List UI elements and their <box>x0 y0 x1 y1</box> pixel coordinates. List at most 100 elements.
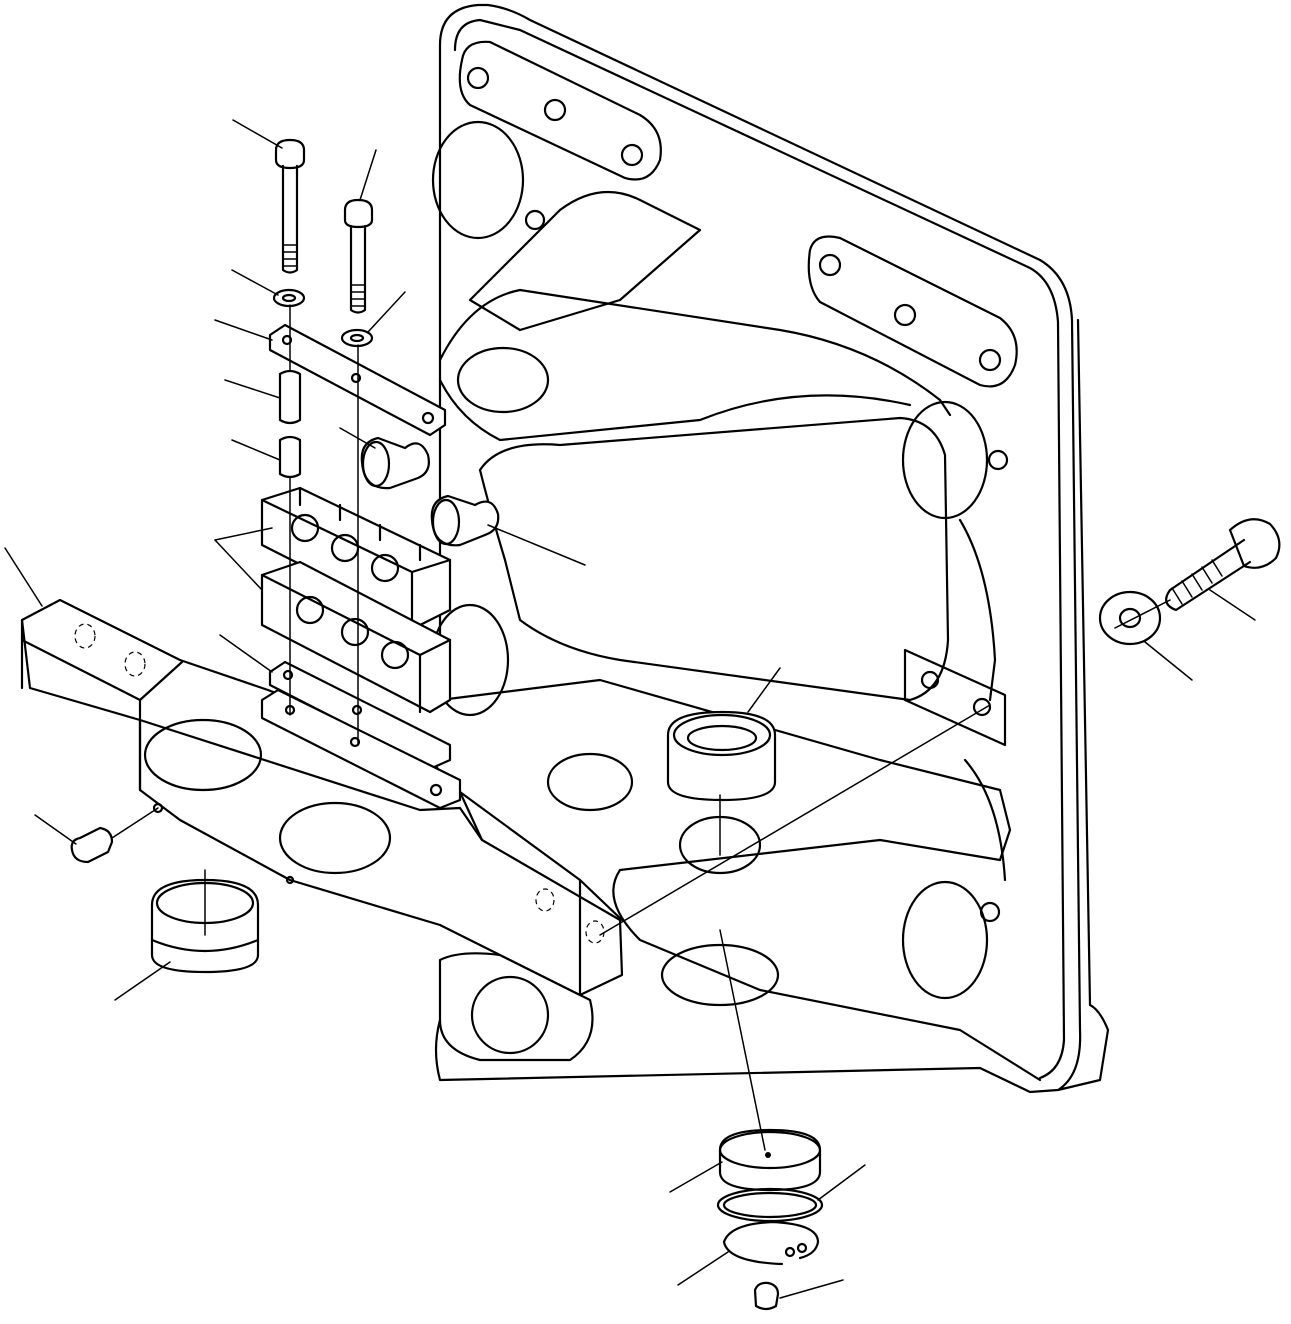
leader-line <box>231 439 281 461</box>
oscillating-arm <box>20 598 624 997</box>
frame-boss-top-left <box>431 120 525 240</box>
seal-ring <box>716 1187 824 1223</box>
main-frame-inner-edge <box>453 18 1066 1080</box>
side-washer-hole <box>1118 607 1142 629</box>
base-bracket-plate <box>260 688 462 810</box>
plate-hole <box>429 783 443 797</box>
arm-bore-left <box>143 718 263 792</box>
arm-hidden-hole <box>535 888 555 912</box>
pin-bushing-upper-face <box>361 440 391 488</box>
leader-line <box>1144 641 1193 681</box>
leader-line <box>214 539 263 591</box>
leader-lines <box>4 119 1256 1299</box>
frame-hole <box>466 66 490 90</box>
plate-hole <box>282 669 294 681</box>
leader-line <box>214 527 273 541</box>
clamp-saddle <box>290 513 320 543</box>
frame-boss-right-lower <box>901 880 989 1000</box>
clamp-saddle <box>370 553 400 583</box>
frame-top-flange <box>458 40 662 181</box>
leader-line <box>224 379 281 399</box>
frame-bore-top <box>456 346 550 414</box>
washer-right-hole <box>349 333 365 343</box>
clamp-block-lower-detail <box>260 573 452 714</box>
washer-left <box>272 288 306 308</box>
spacer-tube-lower <box>278 435 302 479</box>
plate-hole <box>281 334 293 346</box>
washer-left-hole <box>281 293 297 303</box>
leader-line <box>219 634 273 673</box>
bolt-right <box>343 198 374 229</box>
clamp-saddle <box>380 640 410 670</box>
axis-line <box>1114 599 1171 629</box>
bolt-right-shank <box>349 224 367 314</box>
leader-line <box>779 1279 844 1299</box>
flanged-bushing-center-rim <box>672 713 772 757</box>
assembly-lines <box>111 304 1171 1151</box>
frame-hole <box>920 670 940 690</box>
frame-cross-brace <box>438 288 952 442</box>
frame-hole <box>979 901 1001 923</box>
frame-hole <box>893 303 917 327</box>
frame-boss-bottom-left <box>470 975 550 1055</box>
spacer-tube-upper <box>278 369 302 425</box>
leader-line <box>359 149 377 201</box>
frame-hole <box>620 143 644 167</box>
side-bolt-right <box>1228 518 1281 569</box>
leader-line <box>677 1251 729 1286</box>
long-bolt-left <box>274 138 306 170</box>
frame-lower-base <box>438 678 1042 1082</box>
frame-bore-bottom <box>660 943 780 1007</box>
plate-hole <box>350 372 362 384</box>
arm-bore-right <box>278 801 392 875</box>
leader-line <box>114 961 171 1001</box>
axis-line <box>111 807 159 839</box>
snap-ring <box>722 1220 820 1266</box>
frame-bottom-foot <box>438 952 594 1062</box>
frame-bore-center <box>546 752 634 812</box>
leader-line <box>747 667 781 713</box>
flanged-bushing-arm-flange <box>150 938 260 953</box>
long-bolt-left-thread <box>282 244 298 267</box>
main-frame <box>430 3 1110 1094</box>
frame-window-outline <box>478 416 950 702</box>
leader-line <box>4 547 43 607</box>
frame-right-rib <box>958 518 1007 882</box>
side-washer <box>1098 590 1162 646</box>
frame-left-arm <box>468 190 702 332</box>
long-bolt-left-shank <box>281 164 299 274</box>
leader-line <box>817 1164 866 1201</box>
pivot-cap-center <box>765 1152 771 1158</box>
plate-hole <box>349 736 361 748</box>
arm-body <box>20 598 624 997</box>
washer-right <box>340 328 374 348</box>
arm-top-edge <box>20 618 624 997</box>
leader-line <box>487 524 586 566</box>
snap-ring-eye <box>784 1246 796 1258</box>
frame-hole <box>987 449 1009 471</box>
cap-bolt-bottom <box>753 1281 780 1311</box>
side-bolt-right-thread <box>1171 559 1223 605</box>
arm-grease-port <box>152 802 164 814</box>
plate-hole <box>421 411 435 425</box>
pin-bushing-lower <box>430 494 500 547</box>
leader-line <box>1209 589 1256 621</box>
pin-bushing-upper <box>360 436 430 490</box>
pivot-cap-top <box>718 1130 822 1170</box>
leader-line <box>34 814 77 845</box>
clamp-saddle <box>295 595 325 625</box>
axis-line <box>599 704 991 936</box>
clamp-block-upper-detail <box>260 486 452 627</box>
bolt-right-thread <box>350 284 366 307</box>
plate-hole <box>351 704 363 716</box>
frame-side-bracket <box>903 648 1007 747</box>
frame-boss-right-upper <box>901 400 989 520</box>
frame-hole <box>972 697 992 717</box>
frame-hole <box>978 348 1002 372</box>
frame-hole <box>818 253 842 277</box>
arm-grease-port <box>285 875 295 885</box>
leader-line <box>231 269 279 296</box>
frame-hole <box>543 98 567 122</box>
leader-line <box>339 427 376 449</box>
